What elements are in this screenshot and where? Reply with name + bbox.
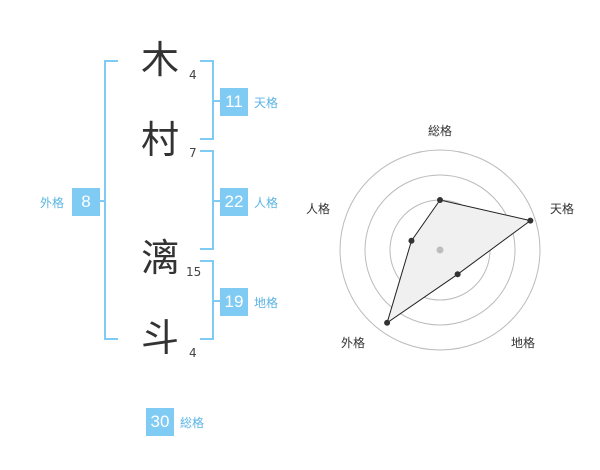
gaikaku-badge: 8	[72, 188, 100, 216]
stroke-count-1: 4	[189, 68, 197, 82]
jinkaku-connector	[214, 200, 222, 202]
tenkaku-badge: 11	[220, 88, 248, 116]
radar-point-5	[408, 237, 415, 244]
radar-label-chikaku: 地格	[511, 336, 536, 350]
gaikaku-connector	[98, 200, 104, 202]
radar-label-soukaku: 総格	[428, 124, 453, 138]
tenkaku-connector	[214, 100, 222, 102]
radar-center-marker	[436, 246, 444, 254]
radar-point-2	[527, 217, 534, 224]
chikaku-badge: 19	[220, 288, 248, 316]
stroke-count-4: 4	[189, 346, 197, 360]
chikaku-label: 地格	[254, 296, 279, 310]
radar-point-3	[454, 271, 461, 278]
radar-point-4	[384, 319, 391, 326]
name-char-3: 漓	[140, 236, 179, 280]
tenkaku-bracket	[200, 60, 214, 140]
radar-label-gaikaku: 外格	[341, 336, 366, 350]
soukaku-label: 総格	[180, 416, 205, 430]
radar-ring	[364, 174, 516, 326]
chikaku-bracket	[200, 260, 214, 340]
jinkaku-label: 人格	[254, 196, 279, 210]
gaikaku-bracket	[104, 60, 118, 340]
stroke-count-3: 15	[186, 265, 202, 279]
jinkaku-bracket	[200, 150, 214, 250]
name-char-2: 村	[140, 118, 179, 162]
chikaku-connector	[214, 300, 222, 302]
radar-label-jinkaku: 人格	[306, 202, 331, 216]
radar-polygon	[386, 199, 532, 325]
gaikaku-label: 外格	[40, 196, 65, 210]
tenkaku-label: 天格	[254, 96, 279, 110]
radar-ring	[339, 149, 541, 351]
name-char-1: 木	[140, 38, 179, 82]
radar-chart	[339, 149, 541, 351]
name-char-4: 斗	[140, 316, 179, 360]
jinkaku-badge: 22	[220, 188, 248, 216]
stroke-count-2: 7	[189, 146, 197, 160]
radar-point-1	[437, 197, 443, 203]
soukaku-badge: 30	[146, 408, 174, 436]
radar-label-tenkaku: 天格	[550, 202, 575, 216]
